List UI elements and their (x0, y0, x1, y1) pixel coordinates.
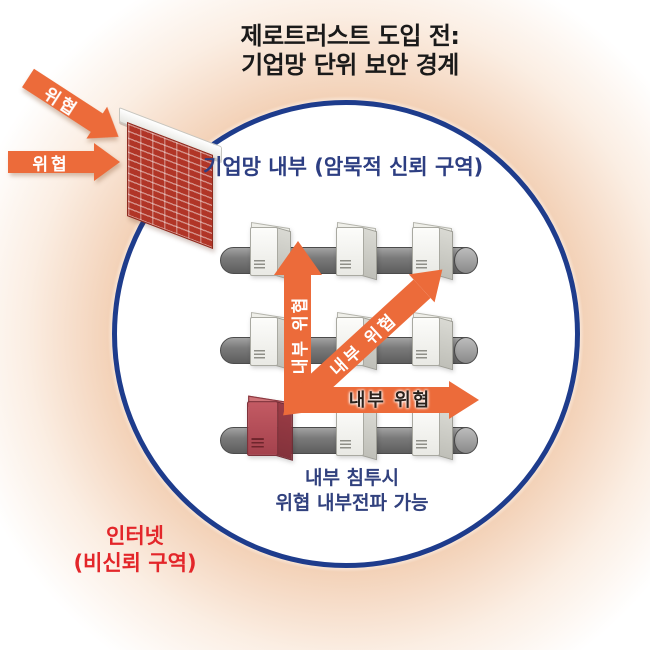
arrowhead-icon (274, 241, 322, 275)
server-icon (412, 310, 453, 371)
diagram-title-line1: 제로트러스트 도입 전: (240, 22, 460, 50)
server-icon (336, 220, 377, 281)
server-icon (412, 220, 453, 281)
arrowhead-icon (94, 143, 120, 181)
threat-label: 위협 (32, 154, 70, 175)
compromised-server-icon (247, 393, 293, 461)
server-icon (250, 220, 291, 281)
inner-zone-label: 기업망 내부 (암묵적 신뢰 구역) (203, 155, 484, 179)
note-line1: 내부 침투시 (304, 467, 399, 489)
threat-label: 위협 (39, 83, 83, 121)
arrowhead-icon (449, 381, 479, 419)
arrow-shaft: 위협 (8, 151, 94, 175)
external-threat-arrow-horizontal: 위협 (8, 143, 120, 181)
note-line2: 위협 내부전파 가능 (275, 492, 429, 515)
internal-threat-label-up: 내부 위협 (291, 295, 311, 375)
internal-threat-arrow-right (285, 381, 479, 419)
internet-zone-label: 인터넷 (비신뢰 구역) (30, 523, 240, 578)
server-icon (412, 400, 453, 461)
server-icon (250, 310, 291, 371)
arrow-shaft (285, 387, 449, 413)
internet-zone-line1: 인터넷 (106, 524, 164, 548)
internet-zone-line2: (비신뢰 구역) (73, 551, 197, 576)
internal-threat-label-right: 내부 위협 (348, 390, 432, 411)
diagram-title: 제로트러스트 도입 전: 기업망 단위 보안 경계 (95, 22, 605, 80)
diagram-title-line2: 기업망 단위 보안 경계 (241, 50, 459, 79)
server-icon (336, 400, 377, 461)
internal-spread-note: 내부 침투시 위협 내부전파 가능 (232, 466, 472, 516)
arrow-shaft: 위협 (22, 68, 103, 132)
